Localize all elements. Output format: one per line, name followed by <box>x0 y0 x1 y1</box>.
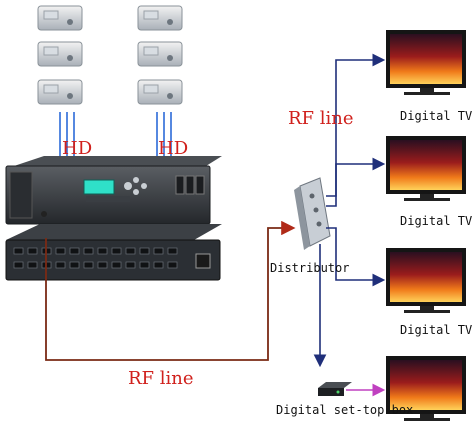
hd-source-box-2 <box>137 5 183 31</box>
digital-tv-1 <box>386 30 466 95</box>
hd-source-box-1 <box>37 5 83 31</box>
distribution-arrows <box>313 53 386 368</box>
digital-tv-4 <box>386 356 466 421</box>
digital-tv-2 <box>386 136 466 201</box>
hd-source-box-4 <box>137 41 183 67</box>
encoder-unit <box>5 156 222 225</box>
digital-tv-label-3: Digital TV <box>400 323 473 337</box>
hd-source-box-3 <box>37 41 83 67</box>
digital-tv-3 <box>386 248 466 313</box>
distributor-device <box>294 177 331 250</box>
set-top-box <box>318 382 352 396</box>
hd-label-left: HD <box>62 138 93 159</box>
hd-source-box-5 <box>37 79 83 105</box>
rf-feed-line <box>45 220 296 361</box>
rf-line-label-top: RF line <box>288 108 354 129</box>
distributor-label: Distributor <box>270 261 350 275</box>
hd-source-box-6 <box>137 79 183 105</box>
set-top-box-label: Digital set-top box <box>276 403 414 417</box>
rear-rack-unit <box>5 224 222 281</box>
digital-tv-label-1: Digital TV <box>400 109 473 123</box>
digital-tv-label-2: Digital TV <box>400 214 473 228</box>
hd-label-right: HD <box>158 138 189 159</box>
rf-line-label-bottom: RF line <box>128 368 194 389</box>
